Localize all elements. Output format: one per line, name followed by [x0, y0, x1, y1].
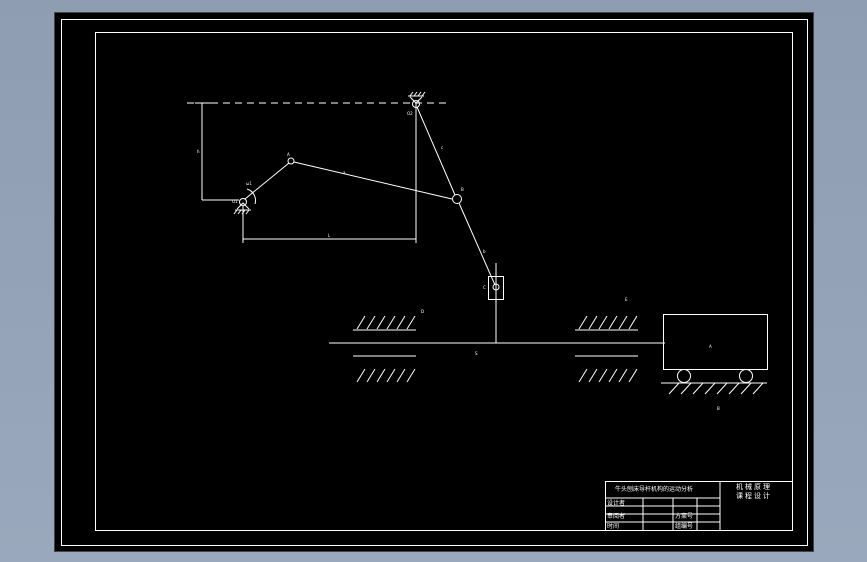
link-bc-label: b — [483, 249, 486, 254]
ground-label: B — [717, 406, 720, 411]
cart-ground-hatch — [668, 382, 764, 395]
coupler-length-label: a — [343, 170, 346, 175]
joint-a-label: A — [287, 152, 290, 157]
title-block — [605, 481, 793, 531]
inner-frame — [95, 32, 793, 531]
o2-label: O2 — [407, 111, 413, 116]
dim-l-label: L — [328, 233, 331, 238]
cart-wheel-left — [677, 369, 691, 383]
title-block-scheme-no: 方案号 — [675, 512, 693, 520]
title-block-designer: 设计者 — [607, 499, 625, 507]
rocker-link-o2b — [416, 106, 456, 196]
ram-label: S — [475, 351, 478, 356]
crank-rotation-arrow — [246, 188, 256, 205]
crank-link-o1a — [244, 162, 290, 200]
cart-wheel-right — [739, 369, 753, 383]
rocker-length-label: c — [441, 145, 443, 150]
o1-label: O1 — [232, 199, 238, 204]
drawing-sheet: h L ω1 O1 A a O2 c B b C S D — [54, 12, 814, 552]
omega-label: ω1 — [246, 181, 252, 186]
joint-c-label: C — [483, 285, 486, 290]
load-cart-label: A — [709, 344, 712, 349]
dim-h-label: h — [197, 149, 200, 154]
right-guide — [575, 315, 638, 383]
title-block-group-no: 组编号 — [675, 522, 693, 530]
guide-d-label: D — [421, 309, 424, 314]
crank-pivot-o1 — [239, 198, 247, 206]
title-block-title: 牛头刨床导杆机构的运动分析 — [615, 485, 693, 493]
outer-frame — [61, 19, 808, 546]
joint-a — [287, 157, 295, 165]
guide-e-label: E — [625, 297, 628, 302]
title-block-checker: 审阅者 — [607, 512, 625, 520]
mechanism-drawing: h L ω1 O1 A a O2 c B b C S D — [61, 19, 808, 546]
title-block-date: 时间 — [607, 522, 619, 530]
title-block-course-line1: 机械原理 — [736, 482, 772, 491]
joint-b — [452, 194, 462, 204]
coupler-link-ab — [293, 161, 453, 200]
load-cart-body — [663, 314, 768, 370]
rocker-pivot-o2 — [412, 100, 420, 108]
left-guide — [353, 315, 416, 383]
rocker-ground-support — [408, 91, 426, 104]
joint-b-label: B — [461, 187, 464, 192]
title-block-course-line2: 课程设计 — [736, 491, 772, 500]
crank-ground-support — [233, 202, 251, 215]
link-bc — [458, 202, 496, 286]
